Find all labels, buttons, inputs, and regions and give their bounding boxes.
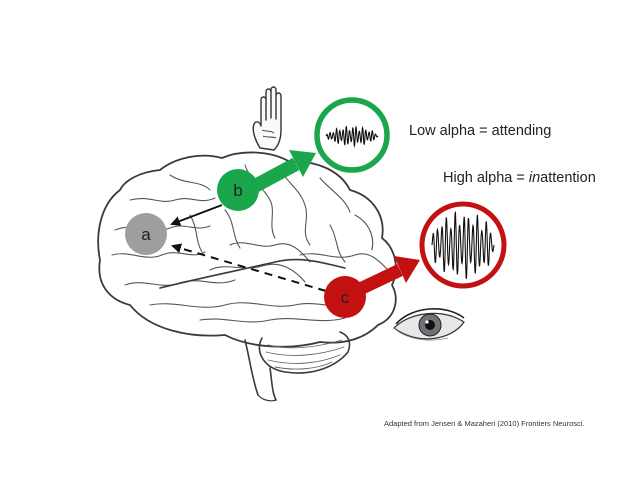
high-alpha-label-italic: in — [528, 170, 541, 186]
source-caption: Adapted from Jensen & Mazaheri (2010) Fr… — [384, 419, 585, 428]
arrow-b-to-a — [170, 204, 223, 226]
hand-icon — [252, 86, 282, 151]
high-alpha-label-prefix: High alpha = — [443, 170, 529, 186]
eye-icon — [393, 308, 465, 341]
arrow-c-to-a — [171, 243, 327, 292]
node-c: c — [324, 276, 366, 318]
node-b-label: b — [233, 181, 242, 200]
high-alpha-label: High alpha = inattention — [443, 170, 596, 186]
low-alpha-signal — [314, 97, 390, 173]
low-alpha-waveform — [325, 125, 379, 148]
arrow-b-to-low-alpha — [251, 150, 316, 193]
node-a-label: a — [141, 225, 151, 244]
node-a: a — [125, 213, 167, 255]
node-b: b — [217, 169, 259, 211]
low-alpha-label: Low alpha = attending — [409, 123, 552, 139]
high-alpha-label-suffix: attention — [540, 170, 596, 186]
node-c-label: c — [341, 288, 350, 307]
high-alpha-waveform — [431, 210, 495, 279]
high-alpha-signal — [419, 201, 507, 289]
arrow-c-to-high-alpha — [355, 256, 420, 296]
